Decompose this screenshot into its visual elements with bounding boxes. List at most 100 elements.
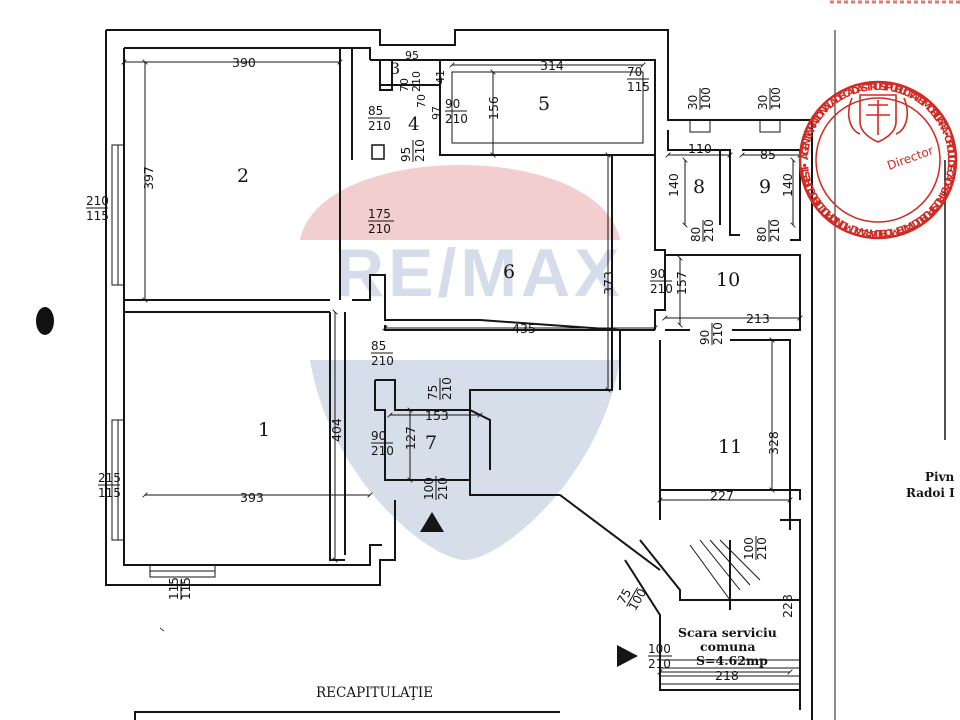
- stair-line-1: Scara serviciu: [678, 625, 777, 640]
- dim-227: 227: [710, 488, 734, 503]
- dim-404: 404: [329, 418, 344, 442]
- opening-top: 115: [167, 577, 181, 600]
- room-3-label: 3: [390, 59, 400, 78]
- opening-bottom: 210: [711, 322, 725, 345]
- door-80-210-a: 80 210: [689, 219, 716, 242]
- opening-bottom: 210: [368, 119, 391, 133]
- door-90-210-b: 90 210: [371, 429, 394, 458]
- recap-heading: RECAPITULAŢIE: [316, 685, 433, 701]
- room-2-label: 2: [237, 165, 249, 187]
- door-85-210-a: 85 210: [368, 104, 391, 133]
- dim-397: 397: [141, 166, 156, 190]
- room-1-label: 1: [258, 419, 270, 441]
- door-80-210-b: 80 210: [755, 219, 782, 242]
- room-6-label: 6: [503, 261, 515, 283]
- door-175-210: 175 210: [368, 207, 394, 236]
- opening-bottom: 210: [368, 222, 391, 236]
- dim-70-a: 70: [398, 78, 411, 92]
- stair-entrance-arrow-icon: [617, 645, 638, 667]
- door-95-210: 95 210: [399, 139, 427, 162]
- entrance-arrow-icon: [420, 512, 444, 532]
- window-70-115: 70 115: [627, 65, 650, 94]
- opening-top: 90: [371, 429, 386, 443]
- opening-bottom: 210: [648, 657, 671, 671]
- opening-bottom: 210: [768, 219, 782, 242]
- ink-blot: [36, 307, 54, 335]
- dim-210-top: 210: [410, 71, 423, 92]
- opening-top: 100: [648, 642, 671, 656]
- door-75-210: 75 210: [426, 377, 454, 400]
- stair-line-2: comuna: [700, 639, 755, 654]
- dim-435: 435: [512, 321, 536, 336]
- dim-41: 41: [434, 70, 447, 84]
- side-caption: Pivn Radoi I: [906, 470, 955, 500]
- room-5-label: 5: [538, 93, 550, 115]
- door-90-210-a: 90 210: [445, 97, 468, 126]
- door-100-210-a: 100 210: [422, 476, 450, 500]
- opening-bottom: 210: [755, 537, 769, 560]
- dim-157: 157: [674, 271, 689, 295]
- cadastre-stamp: AGENTIA NATIONALA DE CADASTRU SI PUBLICI…: [798, 80, 958, 240]
- opening-bottom: 210: [371, 354, 394, 368]
- door-100-210-b: 100 210: [742, 536, 769, 560]
- opening-top: 70: [627, 65, 642, 79]
- door-100-210-c: 100 210: [648, 642, 672, 671]
- dimension-lines: [124, 62, 800, 672]
- opening-bottom: 100: [699, 87, 713, 110]
- dim-328: 328: [766, 431, 781, 455]
- door-85-210-b: 85 210: [371, 339, 394, 368]
- dim-97: 97: [430, 106, 443, 120]
- door-90-210-c: 90 210: [650, 267, 673, 296]
- room-10-label: 10: [716, 269, 740, 291]
- opening-top: 90: [445, 97, 460, 111]
- dim-156: 156: [486, 96, 501, 120]
- balloon-bottom-shape: [310, 360, 620, 560]
- room-9-label: 9: [759, 176, 771, 198]
- opening-bottom: 210: [436, 477, 450, 500]
- opening-top: 80: [755, 227, 769, 242]
- opening-top: 210: [86, 194, 109, 208]
- dim-140-b: 140: [780, 173, 795, 197]
- dim-393: 393: [240, 490, 264, 505]
- opening-top: 95: [399, 147, 413, 162]
- side-caption-line-2: Radoi I: [906, 486, 955, 500]
- dim-140-a: 140: [666, 173, 681, 197]
- dim-70-b: 70: [415, 94, 428, 108]
- dimension-labels: 390 314 397 373 435 404 393 153 127 328 …: [141, 49, 795, 683]
- window-115-115: 115 115: [167, 577, 193, 600]
- opening-bottom: 100: [769, 87, 783, 110]
- opening-top: 100: [422, 477, 436, 500]
- dim-390: 390: [232, 55, 256, 70]
- pen-mark: [159, 627, 165, 632]
- dim-95: 95: [405, 49, 419, 62]
- dim-153: 153: [425, 408, 449, 423]
- coat-of-arms-icon: [848, 94, 908, 143]
- opening-top: 175: [368, 207, 391, 221]
- window-210-115: 210 115: [86, 194, 109, 223]
- room-4-label: 4: [408, 114, 419, 135]
- opening-bottom: 115: [98, 486, 121, 500]
- opening-bottom: 210: [445, 112, 468, 126]
- walls: [105, 29, 946, 720]
- dim-373: 373: [601, 271, 616, 295]
- opening-top: 90: [698, 330, 712, 345]
- balloon-top-shape: [300, 165, 620, 240]
- opening-labels: 210 115 215 115 115 115 85 210 90 210 95…: [86, 65, 783, 671]
- opening-top: 90: [650, 267, 665, 281]
- opening-top: 85: [371, 339, 386, 353]
- stair-area: S=4.62mp: [696, 653, 768, 668]
- dim-213: 213: [746, 311, 770, 326]
- stair-caption: Scara serviciu comuna S=4.62mp: [678, 625, 777, 668]
- opening-bottom: 210: [650, 282, 673, 296]
- room-7-label: 7: [425, 432, 437, 454]
- dim-314: 314: [540, 58, 564, 73]
- watermark-text: RE/MAX: [335, 235, 623, 311]
- opening-bottom: 210: [371, 444, 394, 458]
- window-215-115: 215 115: [98, 471, 121, 500]
- dim-127: 127: [403, 426, 418, 450]
- dim-85: 85: [760, 147, 776, 162]
- opening-top: 80: [689, 227, 703, 242]
- opening-bottom: 115: [86, 209, 109, 223]
- dim-228: 228: [780, 594, 795, 618]
